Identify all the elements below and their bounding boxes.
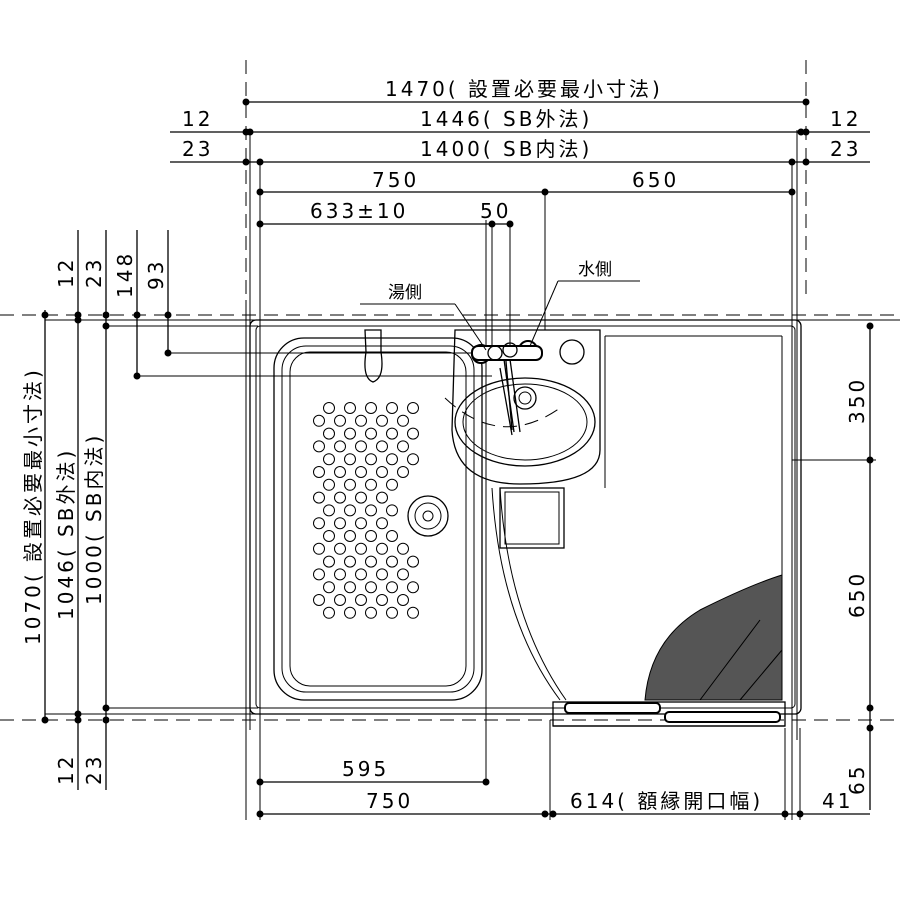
dim-350: 350 [845,377,869,424]
dim-bottom-12: 12 [54,754,78,785]
dim-50: 50 [480,199,511,223]
label-hot-side: 湯側 [388,283,422,303]
dim-633: 633±10 [310,199,408,223]
dim-1470: 1470( 設置必要最小寸法) [385,77,663,101]
label-water-side: 水側 [578,260,612,280]
door-handle-right [664,711,781,723]
dim-750-top: 750 [372,168,419,192]
dim-650-right: 650 [845,571,869,618]
dim-1000: 1000( SB内法) [82,433,106,605]
room-outline [249,319,802,715]
dim-right-12: 12 [830,107,861,131]
leader-labels: 湯側 水側 [360,260,640,351]
left-dimensions: 1070( 設置必要最小寸法) 1046( SB外法) 12 12 1000( … [21,230,492,790]
entrance-door [552,701,786,727]
tub-floor-pattern [313,402,419,619]
tub-spout [364,329,383,383]
dim-650-top: 650 [632,168,679,192]
door-handle-left [564,702,661,714]
shower-floor [491,335,783,701]
dim-left-23: 23 [182,137,213,161]
counter-shelf [499,487,565,549]
extension-lines [0,60,900,820]
dim-614: 614( 額縁開口幅) [570,789,763,813]
dim-1046: 1046( SB外法) [54,448,78,620]
faucets [471,340,543,364]
floor-hatch [644,574,783,701]
wash-basin [444,329,601,485]
basin-outlet [559,339,585,365]
dim-595: 595 [342,757,389,781]
dim-750-bottom: 750 [366,789,413,813]
bottom-dimensions: 595 750 614( 額縁開口幅) 41 [256,220,870,818]
top-dimensions: 1470( 設置必要最小寸法) 12 1446( SB外法) 12 23 140… [170,77,870,345]
dim-top-12: 12 [54,257,78,288]
dim-148: 148 [113,251,137,298]
dim-top-23: 23 [82,257,106,288]
dim-41: 41 [822,789,853,813]
dim-left-12: 12 [182,107,213,131]
dim-1400: 1400( SB内法) [420,137,592,161]
dim-bottom-23: 23 [82,754,106,785]
dim-1446: 1446( SB外法) [420,107,592,131]
dim-65: 65 [845,764,869,795]
bathtub [273,329,483,701]
dim-1070: 1070( 設置必要最小寸法) [21,367,45,645]
dim-93: 93 [144,259,168,290]
drain [407,495,449,537]
dim-right-23: 23 [830,137,861,161]
right-dimensions: 350 650 65 [792,322,876,810]
